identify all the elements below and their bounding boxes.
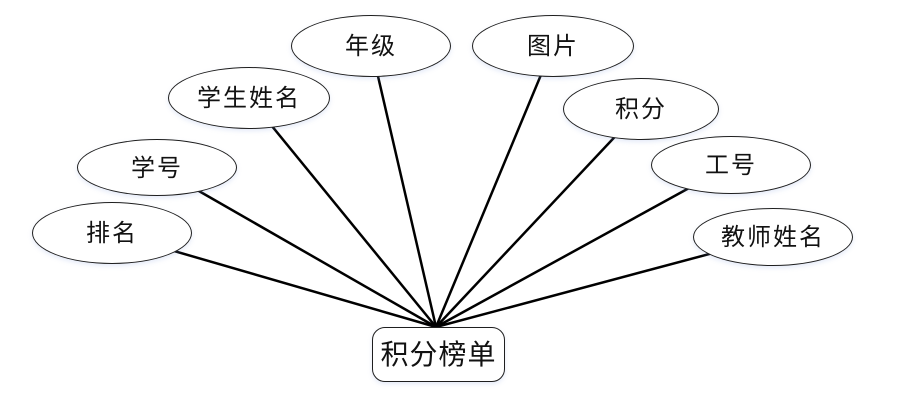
connector-line-grade [369,45,438,328]
attribute-ellipse-staff-id: 工号 [651,136,811,194]
attribute-label-teacher-name: 教师姓名 [721,225,825,251]
connector-line-picture [434,45,555,328]
attribute-ellipse-points: 积分 [563,78,719,140]
entity-box-points-leaderboard: 积分榜单 [372,327,505,382]
attribute-label-student-id: 学号 [131,155,183,182]
connector-line-student-id [156,165,437,329]
connector-line-student-name [248,97,437,328]
attribute-label-student-name: 学生姓名 [197,86,301,112]
attribute-label-points: 积分 [615,97,667,123]
attribute-ellipse-student-name: 学生姓名 [168,67,330,129]
attribute-label-staff-id: 工号 [705,153,757,179]
attribute-ellipse-teacher-name: 教师姓名 [693,208,853,266]
attribute-label-picture: 图片 [527,34,579,60]
attribute-ellipse-picture: 图片 [472,15,634,77]
attribute-ellipse-grade: 年级 [291,15,451,77]
attribute-ellipse-rank: 排名 [32,202,192,264]
connector-line-staff-id [435,163,732,329]
connector-line-points [435,108,642,328]
attribute-label-rank: 排名 [86,221,138,247]
attribute-label-grade: 年级 [345,34,397,60]
attribute-ellipse-student-id: 学号 [77,139,237,196]
entity-label-points-leaderboard: 积分榜单 [380,339,497,371]
